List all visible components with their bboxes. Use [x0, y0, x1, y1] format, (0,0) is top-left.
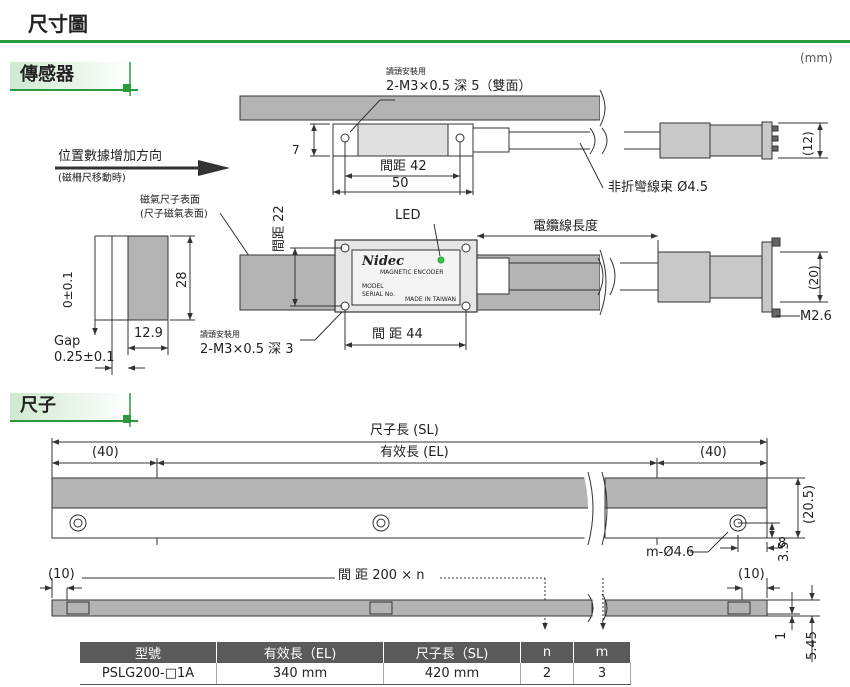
led-label: LED — [395, 208, 421, 223]
cell-sl: 420 mm — [383, 663, 521, 685]
side-dim-height: 28 — [175, 271, 190, 288]
table-row: PSLG200-□1A 340 mm 420 mm 2 3 — [80, 663, 631, 685]
dim-height: (20.5) — [802, 484, 817, 524]
top-connector-dim: (12) — [801, 131, 815, 156]
col-header-el: 有效長（EL) — [216, 642, 384, 663]
pitch-label: 間 距 200 × n — [338, 568, 425, 583]
header-rule — [0, 40, 850, 43]
col-header-m: m — [573, 642, 631, 663]
front-view — [239, 223, 828, 350]
side-view — [92, 212, 263, 375]
cable-length-label: 電纜線長度 — [533, 219, 599, 234]
head-product: MAGNETIC ENCODER — [380, 269, 444, 276]
col-header-sl: 尺子長（SL) — [383, 642, 521, 663]
surface-label: 磁氣尺子表面 — [140, 195, 200, 206]
hole-label: m-Ø4.6 — [646, 545, 695, 560]
sensor-section-tab — [10, 62, 138, 96]
side-dim-width: 12.9 — [134, 326, 163, 341]
top-dim-width: 50 — [392, 176, 409, 191]
cell-m: 3 — [573, 663, 631, 685]
scale-side-view — [40, 577, 820, 662]
screw-label: M2.6 — [800, 309, 832, 324]
dim-right: (40) — [700, 445, 727, 460]
spec-table: 型號 有效長（EL) 尺子長（SL) n m PSLG200-□1A 340 m… — [80, 642, 631, 685]
dim-1: 1 — [774, 631, 789, 640]
head-brand-logo: Nidec — [361, 254, 404, 269]
front-dim-pitch-v: 間距 22 — [272, 205, 287, 252]
top-dim-height: 7 — [292, 143, 300, 157]
spec-table-header: 型號 有效長（EL) 尺子長（SL) n m — [80, 642, 631, 663]
dim-total: 尺子長 (SL) — [370, 423, 439, 438]
dim-left: (40) — [92, 445, 119, 460]
direction-label: 位置數據增加方向 — [58, 149, 163, 164]
front-dim-pitch-h: 間 距 44 — [372, 327, 423, 342]
gap-label: Gap — [54, 334, 81, 349]
dim-5-45: 5.45 — [805, 631, 820, 660]
scale-view — [51, 438, 805, 553]
dim-3-5: 3.5 — [777, 541, 792, 562]
page-title: 尺寸圖 — [28, 12, 88, 36]
cell-model: PSLG200-□1A — [80, 663, 217, 685]
dim-effective: 有效長 (EL) — [380, 445, 449, 460]
front-mount-spec: 2-M3×0.5 深 3 — [200, 342, 294, 357]
head-model: MODEL — [362, 283, 384, 290]
top-mount-spec: 2-M3×0.5 深 5（雙面） — [386, 79, 532, 94]
col-header-model: 型號 — [80, 642, 217, 663]
scale-section-label: 尺子 — [20, 395, 56, 416]
col-header-n: n — [520, 642, 574, 663]
side-dim-offset: 0±0.1 — [61, 271, 75, 308]
direction-sub: (磁柵尺移動時) — [58, 173, 126, 184]
dim-end-right: (10) — [738, 567, 765, 582]
top-view — [239, 89, 828, 195]
top-mount-note: 讀頭安裝用 — [386, 67, 426, 76]
dim-end-left: (10) — [48, 567, 75, 582]
gap-value: 0.25±0.1 — [54, 350, 115, 365]
dim-8: 8 — [778, 536, 787, 551]
sensor-section-label: 傳感器 — [20, 64, 74, 85]
surface-sub: (尺子磁氣表面) — [140, 209, 208, 220]
cable-label: 非折彎線束 Ø4.5 — [608, 180, 709, 195]
top-dim-pitch: 間距 42 — [380, 159, 427, 174]
direction-arrow — [55, 160, 230, 176]
cell-el: 340 mm — [216, 663, 384, 685]
head-serial: SERIAL No. — [362, 291, 395, 298]
front-mount-note: 讀頭安裝用 — [200, 330, 240, 339]
scale-section-tab — [10, 393, 138, 427]
cell-n: 2 — [520, 663, 574, 685]
head-origin: MADE IN TAIWAN — [405, 296, 457, 303]
front-connector-dim: (20) — [807, 265, 821, 290]
unit-label: (mm) — [800, 51, 833, 65]
